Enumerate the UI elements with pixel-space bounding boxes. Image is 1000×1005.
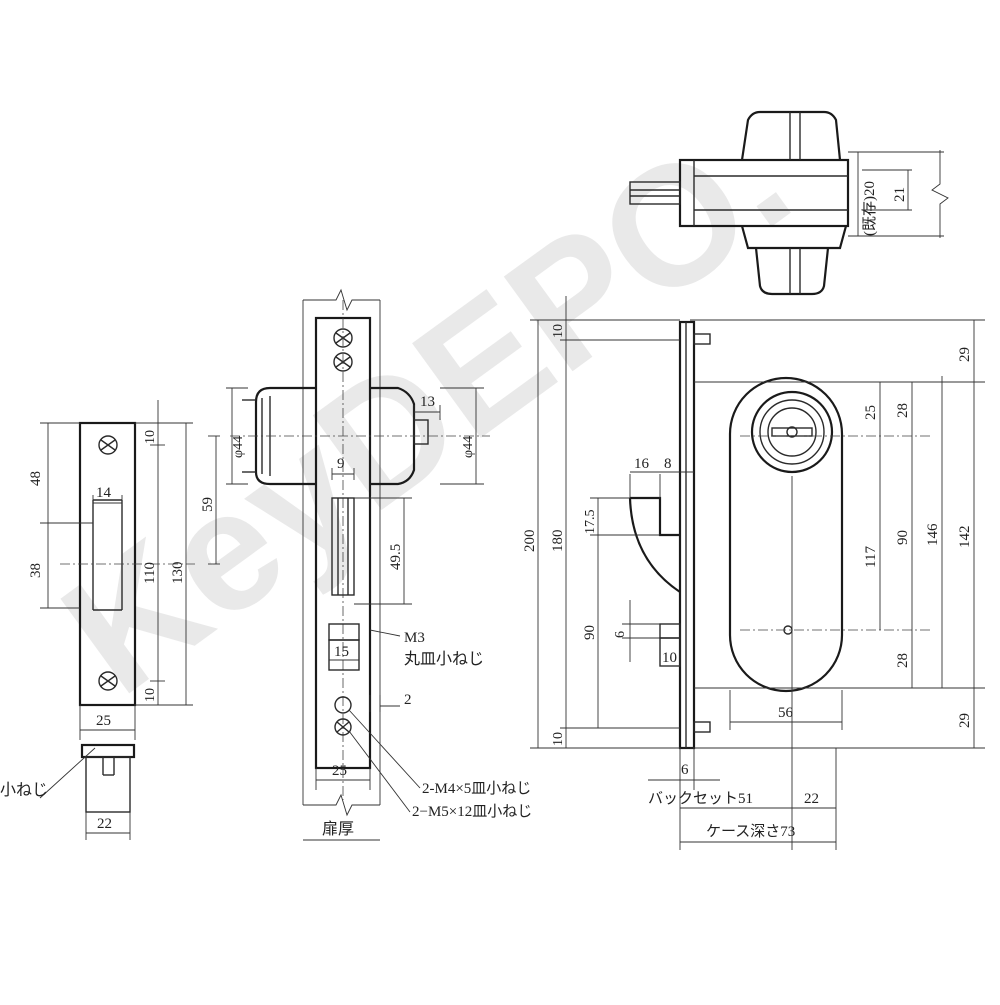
latch-bolt bbox=[331, 497, 355, 596]
top-rose bbox=[740, 225, 848, 250]
deadbolt bbox=[328, 639, 360, 671]
strike-dim-10-top: 10 bbox=[143, 430, 158, 444]
front-door-thickness: 扉厚 bbox=[322, 820, 354, 838]
top-spindle bbox=[629, 181, 681, 205]
side-dim-22: 22 bbox=[804, 791, 819, 807]
side-dim-90-right: 90 bbox=[895, 530, 911, 545]
cylinder-core bbox=[767, 407, 817, 457]
strike-view: 48 38 14 10 110 10 130 25 22 小ねじ bbox=[0, 400, 195, 840]
front-dim-phi44-right: φ44 bbox=[461, 436, 476, 458]
side-dim-29-top: 29 bbox=[957, 347, 973, 362]
strike-dim-38: 38 bbox=[28, 563, 44, 578]
side-dim-17-5: 17.5 bbox=[583, 510, 598, 535]
thumbturn-spindle bbox=[413, 419, 429, 445]
front-note-m3-desc: 丸皿小ねじ bbox=[404, 650, 484, 668]
side-dim-6-bottom: 6 bbox=[681, 762, 689, 778]
latch-profile bbox=[630, 496, 680, 537]
top-dim-21: 21 bbox=[892, 187, 908, 202]
side-dim-16: 16 bbox=[634, 456, 650, 472]
side-dim-90-left: 90 bbox=[582, 625, 598, 640]
side-dim-117: 117 bbox=[863, 546, 879, 568]
faceplate-screw-2 bbox=[333, 352, 353, 372]
front-note-m4: 2-M4×5皿小ねじ bbox=[422, 780, 531, 797]
top-cylinder bbox=[740, 110, 842, 161]
strike-dim-10-bottom: 10 bbox=[143, 688, 158, 702]
front-dim-49-5: 49.5 bbox=[388, 544, 404, 570]
cylinder-outer bbox=[254, 386, 316, 486]
strike-box bbox=[85, 756, 131, 813]
side-dim-25: 25 bbox=[863, 405, 879, 420]
front-note-m3: M3 bbox=[404, 630, 425, 646]
strike-screw-hole-top bbox=[98, 435, 118, 455]
side-view: 10 200 180 10 16 8 17.5 90 6 10 bbox=[522, 296, 985, 850]
front-note-m5: 2−M5×12皿小ねじ bbox=[412, 803, 532, 820]
front-dim-9: 9 bbox=[337, 456, 345, 472]
mount-screw-m5 bbox=[334, 718, 352, 736]
strike-dim-110: 110 bbox=[142, 562, 158, 584]
side-faceplate bbox=[678, 320, 696, 750]
front-dim-13: 13 bbox=[420, 394, 435, 410]
side-dim-6-left: 6 bbox=[613, 631, 628, 638]
side-dim-56: 56 bbox=[778, 705, 794, 721]
deadbolt-side-top bbox=[659, 623, 681, 639]
strike-dim-25: 25 bbox=[96, 713, 111, 729]
side-dim-10-top: 10 bbox=[551, 324, 566, 338]
front-dim-phi44-left: φ44 bbox=[231, 436, 246, 458]
strike-screw-note: 小ねじ bbox=[0, 781, 48, 799]
side-dim-10-bottom: 10 bbox=[551, 732, 566, 746]
side-dim-142: 142 bbox=[957, 526, 973, 549]
side-case-depth: ケース深さ73 bbox=[706, 823, 795, 840]
side-dim-10-mid: 10 bbox=[662, 650, 677, 666]
keyway bbox=[771, 427, 813, 437]
side-dim-8: 8 bbox=[664, 456, 672, 472]
side-dim-200: 200 bbox=[522, 530, 538, 553]
side-dim-180: 180 bbox=[550, 530, 566, 553]
latch-curve bbox=[628, 497, 681, 593]
front-dim-59: 59 bbox=[200, 497, 216, 512]
side-backset: バックセット51 bbox=[648, 790, 753, 807]
top-thumbturn bbox=[754, 247, 830, 296]
escutcheon bbox=[728, 376, 844, 693]
top-dim-existing-20: (既存)20 bbox=[861, 181, 878, 236]
top-view: (既存)20 21 bbox=[629, 110, 949, 296]
side-dim-28-bottom: 28 bbox=[895, 653, 911, 668]
front-view: φ44 59 13 φ44 9 49.5 15 M3 丸皿小ねじ bbox=[200, 288, 532, 841]
strike-dim-14: 14 bbox=[96, 485, 112, 501]
front-dim-2: 2 bbox=[404, 692, 412, 708]
side-dim-29-bottom: 29 bbox=[957, 713, 973, 728]
mount-screw-m4 bbox=[334, 696, 352, 714]
deadbolt-top bbox=[328, 623, 360, 641]
cylinder-ring bbox=[759, 399, 825, 465]
strike-dim-130: 130 bbox=[170, 562, 186, 585]
front-dim-25: 25 bbox=[332, 763, 347, 779]
front-dim-15: 15 bbox=[334, 644, 349, 660]
strike-box-top bbox=[80, 743, 136, 759]
strike-dim-48: 48 bbox=[28, 471, 44, 486]
cylinder-ring-outer bbox=[750, 390, 834, 474]
side-dim-146: 146 bbox=[925, 523, 941, 546]
faceplate-screw-1 bbox=[333, 328, 353, 348]
side-dim-28-top: 28 bbox=[895, 403, 911, 418]
strike-dim-22: 22 bbox=[97, 816, 112, 832]
strike-screw-hole-bottom bbox=[98, 671, 118, 691]
